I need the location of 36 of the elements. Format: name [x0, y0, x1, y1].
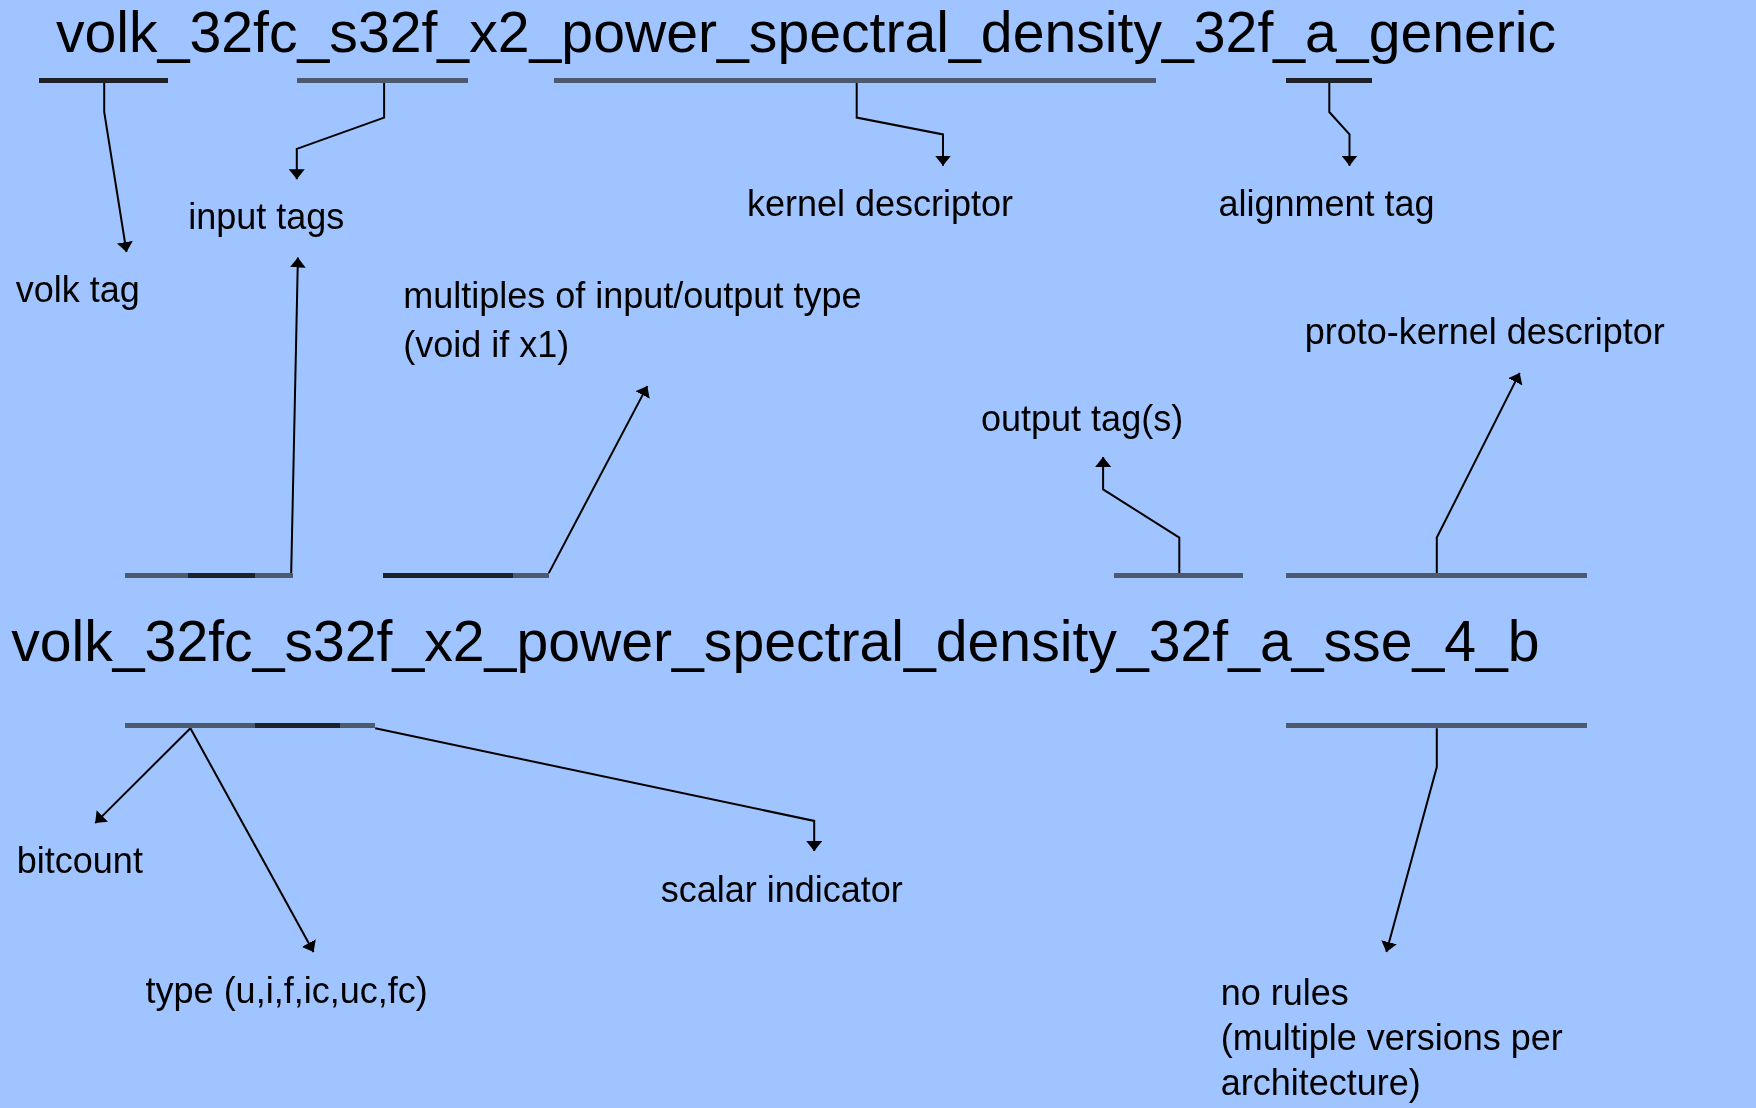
- underline-bar: [125, 573, 294, 579]
- annotation-label: alignment tag: [1218, 165, 1435, 224]
- annotation-label: no rules: [1220, 970, 1350, 1015]
- leader-arrow: [547, 385, 650, 575]
- annotation-label: input tags: [188, 179, 345, 258]
- annotation-label: proto-kernel descriptor: [1304, 311, 1665, 373]
- annotation-label: (multiple versions per architecture): [1220, 1015, 1564, 1105]
- leader-arrow: [94, 727, 192, 825]
- underline-bar: [1114, 573, 1244, 579]
- underline-bar: [39, 78, 168, 84]
- underline-bar: [554, 78, 1156, 84]
- underline-bar: [125, 723, 256, 729]
- underline-bar: [296, 78, 469, 84]
- underline-bar: [383, 573, 549, 579]
- underline-bar: [1285, 78, 1372, 84]
- leader-arrow: [1328, 82, 1358, 167]
- annotation-label: multiples of input/output type (void if x1): [403, 272, 874, 387]
- annotation-label: volk tag: [15, 251, 140, 311]
- underline-bar: [1285, 723, 1587, 729]
- leader-arrow: [1435, 371, 1523, 575]
- annotation-label: kernel descriptor: [746, 165, 1014, 224]
- underline-bar: [255, 723, 376, 729]
- annotation-label: output tag(s): [981, 397, 1184, 457]
- leader-arrow: [289, 256, 306, 575]
- annotation-label: type (u,i,f,ic,uc,fc): [145, 951, 428, 1012]
- function-name: volk_32fc_s32f_x2_power_spectral_density_32f_a_generic: [56, 4, 1557, 62]
- underline-bar: [1285, 573, 1587, 579]
- annotation-label: bitcount: [16, 823, 143, 882]
- leader-arrow: [1381, 727, 1438, 953]
- leader-arrow: [189, 727, 316, 953]
- leader-arrow: [374, 727, 823, 853]
- leader-arrow: [1095, 455, 1181, 575]
- leader-arrow: [103, 82, 133, 253]
- leader-arrow: [855, 82, 951, 167]
- leader-arrow: [288, 82, 386, 181]
- annotation-label: scalar indicator: [660, 851, 903, 911]
